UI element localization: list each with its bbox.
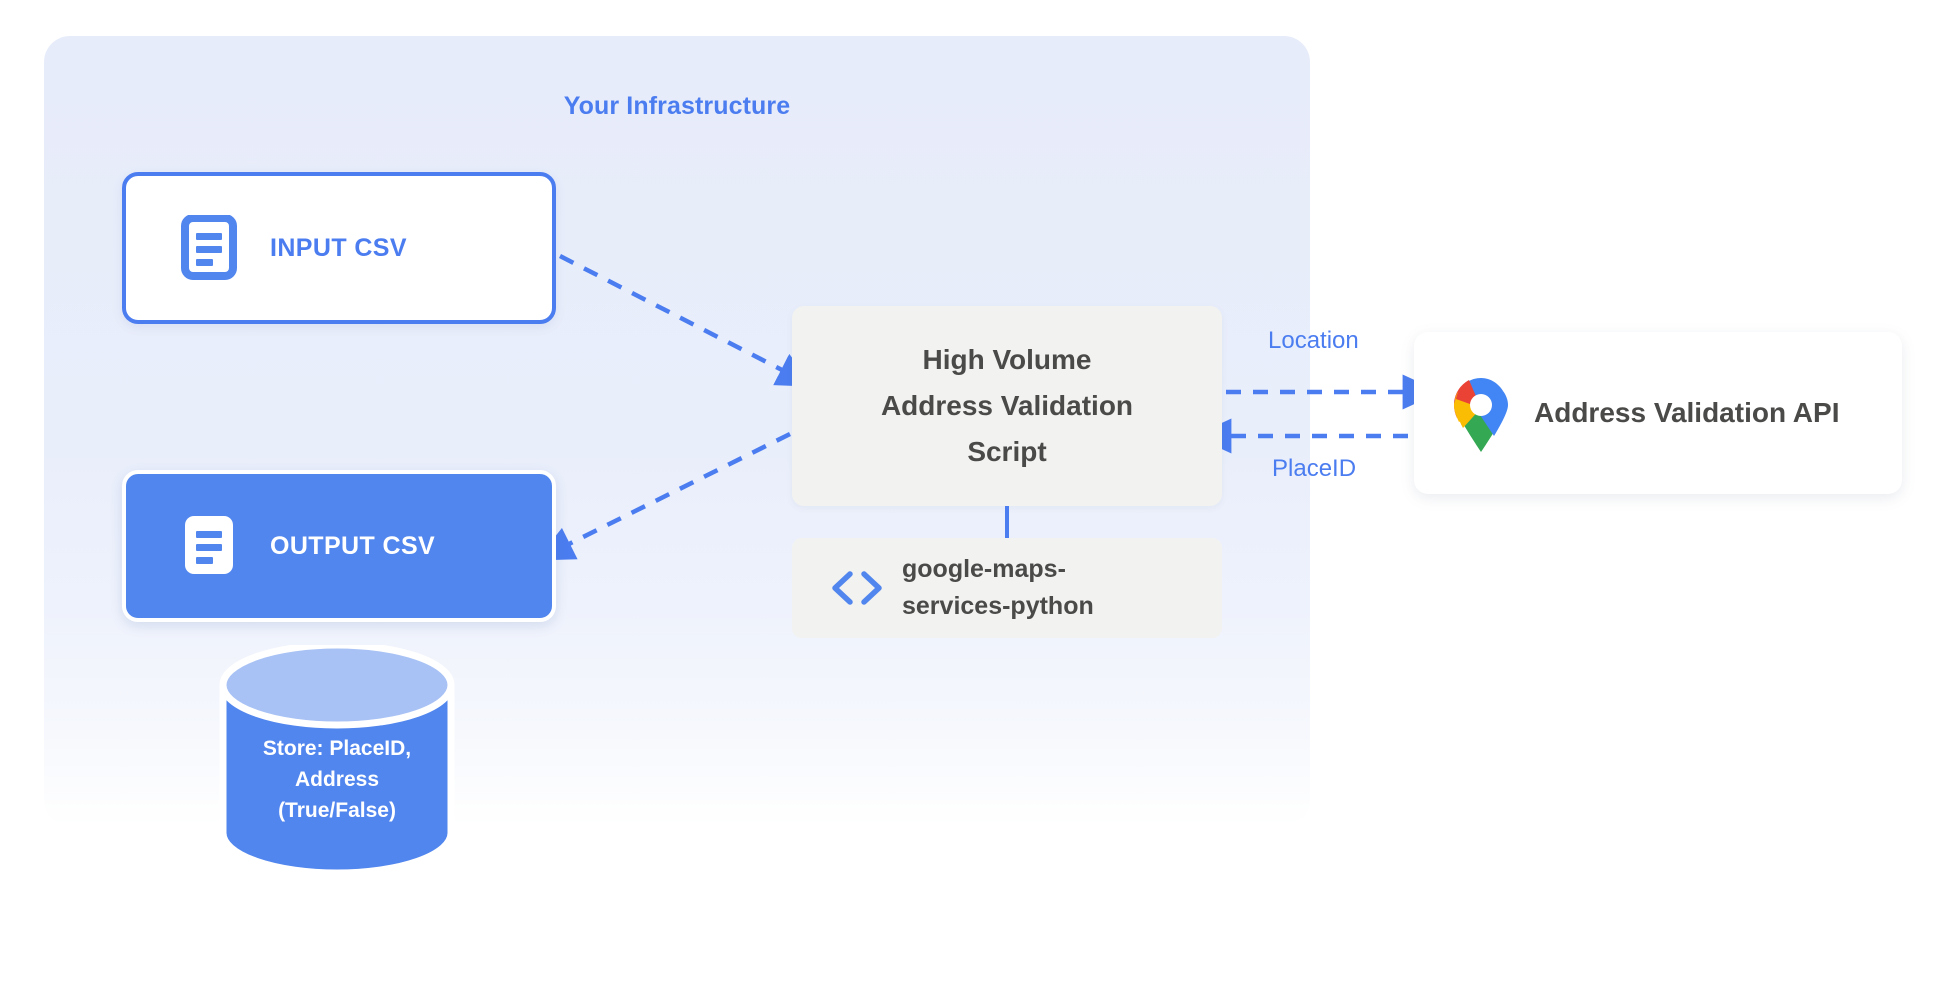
node-validation-script[interactable]: High Volume Address Validation Script bbox=[792, 306, 1222, 506]
document-icon bbox=[181, 215, 237, 280]
google-maps-pin-icon bbox=[1454, 378, 1508, 452]
database-cylinder-icon bbox=[219, 641, 455, 877]
script-line-1: High Volume bbox=[922, 344, 1092, 375]
api-label: Address Validation API bbox=[1534, 397, 1840, 428]
script-library-connector bbox=[1005, 506, 1009, 539]
node-client-library[interactable]: google-maps- services-python bbox=[792, 538, 1222, 638]
client-library-text-block: google-maps- services-python bbox=[902, 551, 1094, 625]
script-line-2: Address Validation bbox=[880, 390, 1134, 421]
node-address-validation-api[interactable]: Address Validation API bbox=[1414, 332, 1902, 494]
node-database[interactable]: Store: PlaceID, Address (True/False) bbox=[215, 641, 459, 877]
infrastructure-panel-title: Your Infrastructure bbox=[563, 92, 791, 120]
input-csv-label: INPUT CSV bbox=[270, 233, 407, 262]
code-icon bbox=[832, 571, 882, 605]
script-line-3: Script bbox=[967, 436, 1047, 467]
output-csv-label: OUTPUT CSV bbox=[270, 531, 436, 560]
library-line-1: google-maps- bbox=[902, 555, 1066, 583]
node-output-csv[interactable]: OUTPUT CSV bbox=[122, 470, 556, 622]
edge-label-placeid: PlaceID bbox=[1272, 455, 1357, 482]
edge-label-location: Location bbox=[1268, 327, 1359, 354]
library-line-2: services-python bbox=[902, 592, 1094, 620]
document-icon bbox=[185, 516, 233, 574]
node-input-csv[interactable]: INPUT CSV bbox=[122, 172, 556, 324]
